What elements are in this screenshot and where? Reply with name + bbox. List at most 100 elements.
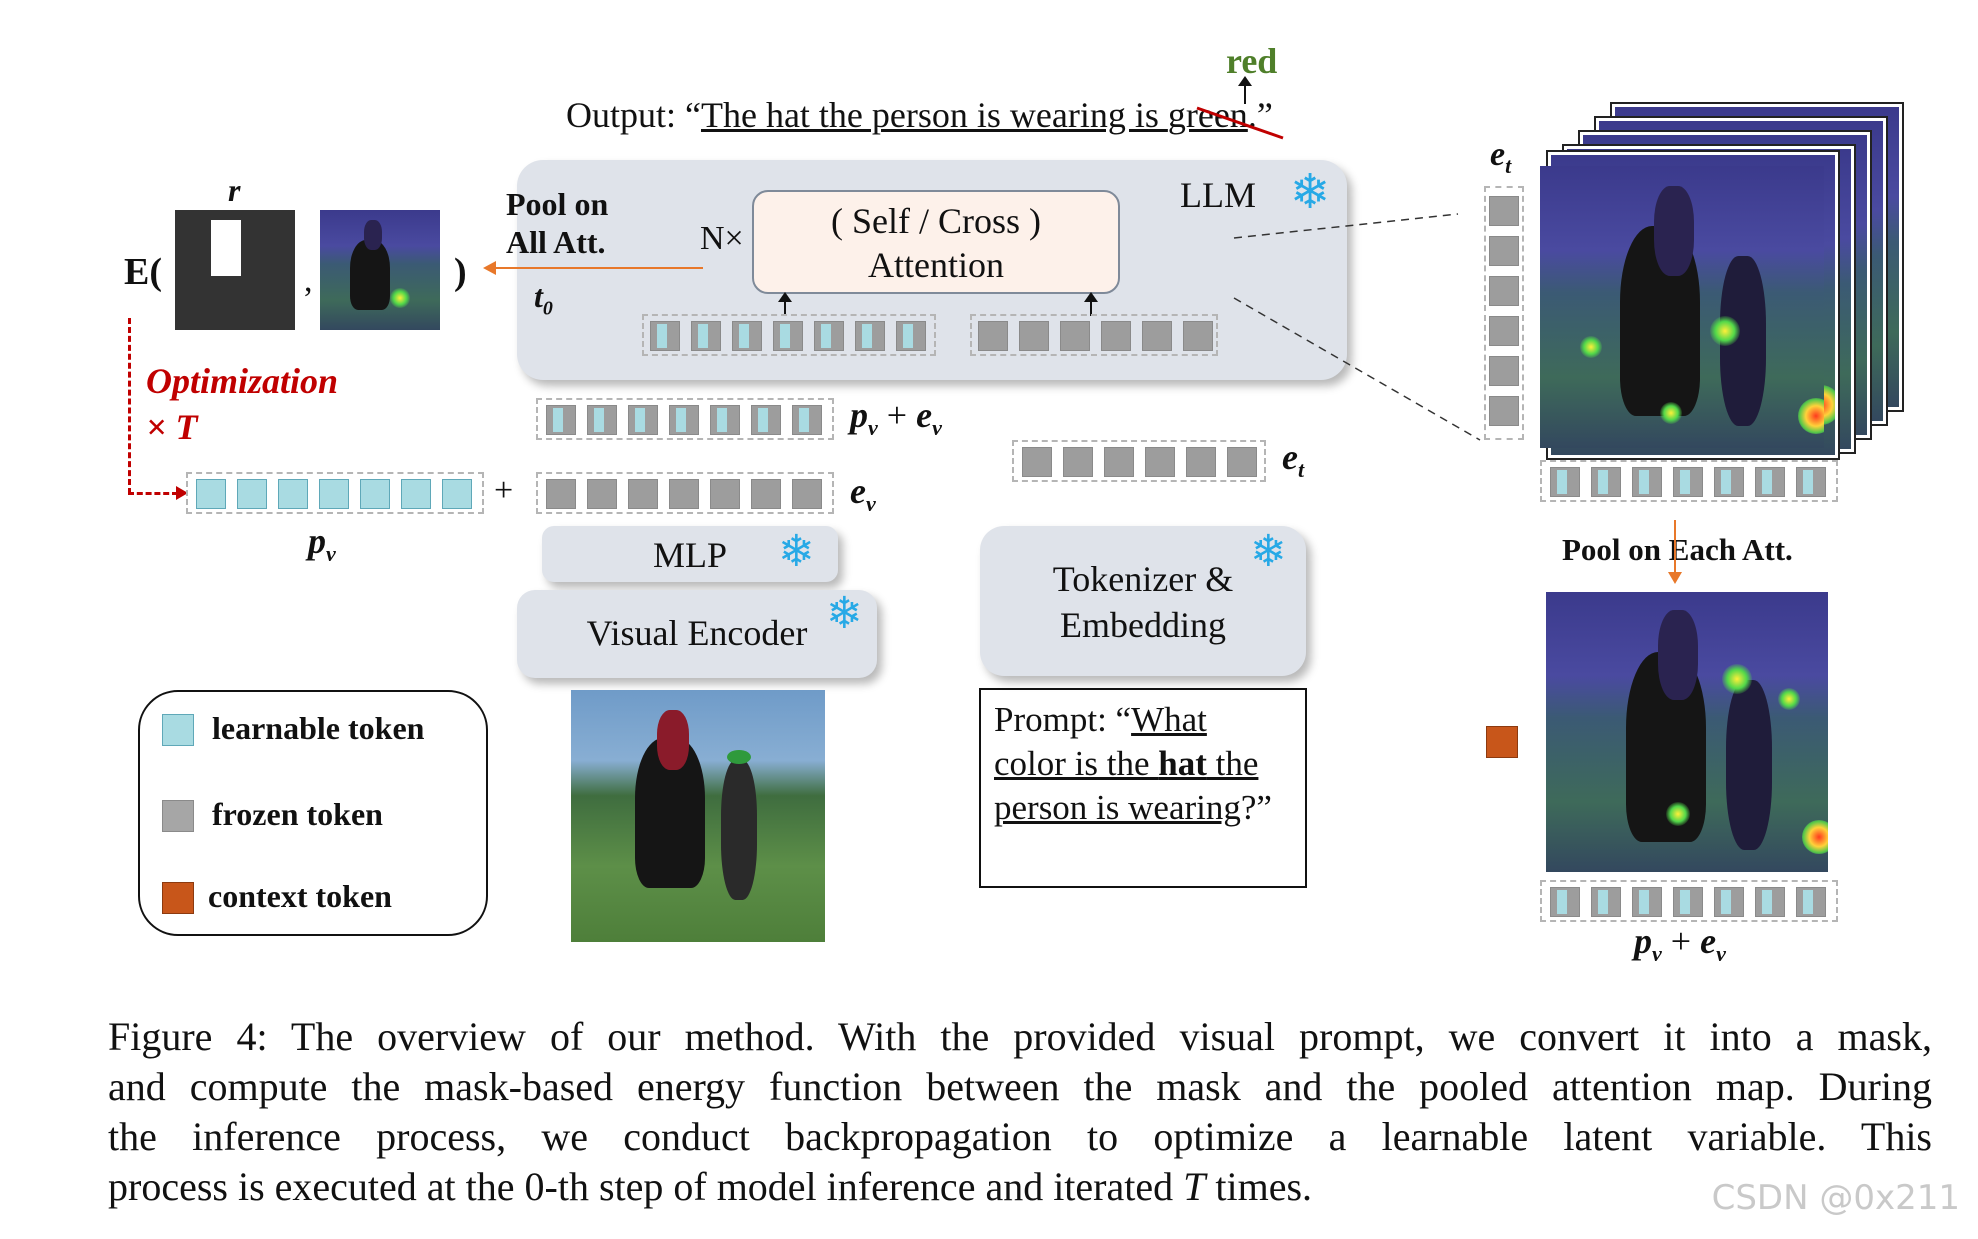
legend-label-context: context token — [208, 878, 392, 914]
energy-prefix: E( — [124, 251, 162, 293]
pool-each-arrow-line — [1674, 520, 1676, 574]
frozen-token — [1489, 276, 1519, 306]
context-token — [1486, 726, 1518, 758]
mixed-token — [1591, 467, 1621, 497]
frozen-token — [710, 479, 740, 509]
mask-image — [175, 210, 295, 330]
mixed-token — [1755, 887, 1785, 917]
mixed-token — [814, 321, 844, 351]
frozen-token — [1145, 447, 1175, 477]
attention-map-front — [1540, 166, 1824, 448]
pool-arrow-head — [483, 261, 496, 275]
et-label: et — [1282, 437, 1305, 483]
mixed-token — [691, 321, 721, 351]
pv-label: pv — [308, 521, 336, 567]
mixed-token — [855, 321, 885, 351]
mlp-label: MLP — [652, 535, 728, 575]
frozen-token — [1186, 447, 1216, 477]
pooled-token-row — [1540, 880, 1838, 922]
tokenizer-label-line2: Embedding — [1060, 605, 1226, 645]
ev-label: ev — [850, 471, 876, 517]
frozen-token — [1489, 236, 1519, 266]
learnable-token — [442, 479, 472, 509]
mixed-token — [1755, 467, 1785, 497]
frozen-token — [1019, 321, 1049, 351]
strike-line — [1196, 106, 1284, 140]
output-text: The hat the person is wearing is — [700, 95, 1168, 135]
pool-each-arrow-head — [1668, 572, 1682, 584]
legend-label-frozen: frozen token — [212, 796, 383, 832]
snowflake-icon: ❄ — [826, 588, 863, 639]
frozen-token — [1183, 321, 1213, 351]
energy-suffix: ) — [454, 251, 467, 293]
frozen-token — [1227, 447, 1257, 477]
mixed-token — [773, 321, 803, 351]
mixed-token — [732, 321, 762, 351]
rider-shape — [657, 710, 689, 770]
mixed-token — [1796, 467, 1826, 497]
frozen-token — [1022, 447, 1052, 477]
attention-box — [752, 190, 1120, 294]
pool-each-label: Pool on Each Att. — [1562, 532, 1793, 567]
mixed-token — [1796, 887, 1826, 917]
prompt-line2: color is the hat the — [994, 744, 1259, 783]
repeat-label: N× — [700, 220, 744, 257]
frozen-token — [1101, 321, 1131, 351]
tokenizer-module — [980, 526, 1306, 676]
output-sentence: Output: “The hat the person is wearing i… — [566, 94, 1273, 136]
pv-plus-ev-label: pv + ev — [850, 395, 942, 441]
tokenizer-label-line1: Tokenizer & — [1052, 559, 1234, 599]
arrow-up-right-head — [1084, 292, 1098, 302]
input-image — [571, 690, 825, 942]
learnable-token — [319, 479, 349, 509]
optimization-times: × T — [146, 407, 198, 447]
mixed-token — [1714, 887, 1744, 917]
frozen-token — [587, 479, 617, 509]
struck-word: green — [1167, 95, 1248, 135]
correction-arrowhead — [1238, 76, 1252, 86]
mixed-token — [628, 405, 658, 435]
mixed-token — [1632, 887, 1662, 917]
correction-arrow — [1244, 82, 1246, 104]
frozen-token — [1142, 321, 1172, 351]
heat-spot — [1778, 688, 1800, 710]
mixed-token — [1550, 887, 1580, 917]
mask-label: r — [228, 172, 241, 208]
frozen-token — [1104, 447, 1134, 477]
legend-box — [138, 690, 488, 936]
heat-spot — [1660, 402, 1682, 424]
watermark: CSDN @0x211 — [1711, 1178, 1960, 1218]
mixed-token — [650, 321, 680, 351]
llm-visual-token-row — [642, 314, 936, 356]
mixed-token — [546, 405, 576, 435]
rider-shape — [1654, 186, 1694, 276]
pooled-attention-map — [1546, 592, 1828, 872]
visual-encoder-module — [517, 590, 877, 678]
frozen-token — [751, 479, 781, 509]
frozen-token — [669, 479, 699, 509]
stack-token-row — [1540, 460, 1838, 502]
mixed-token — [669, 405, 699, 435]
mixed-token — [896, 321, 926, 351]
optimization-line-horizontal — [128, 492, 178, 495]
caption-line: the inference process, we conduct backpr… — [108, 1114, 1932, 1159]
rider-shape — [1658, 610, 1698, 700]
mixed-token — [1673, 467, 1703, 497]
optimization-label: Optimization — [146, 361, 339, 401]
pool-arrow-line — [495, 267, 703, 269]
prompt-box — [979, 688, 1307, 888]
mixed-token — [792, 405, 822, 435]
frozen-token — [1060, 321, 1090, 351]
mixed-token — [751, 405, 781, 435]
prompt-line1: Prompt: “What — [994, 700, 1207, 739]
figure-caption: Figure 4: The overview of our method. Wi… — [108, 1012, 1932, 1212]
mixed-token — [1714, 467, 1744, 497]
arrow-up-left-head — [778, 292, 792, 302]
et-vertical-token-column — [1484, 186, 1524, 440]
llm-label: LLM — [1180, 175, 1256, 215]
heat-spot — [1666, 802, 1690, 826]
caption-line: Figure 4: The overview of our method. Wi… — [108, 1014, 1932, 1059]
et-token-row — [1012, 440, 1266, 482]
t0-label: t0 — [534, 278, 553, 320]
pooled-attention-thumbnail — [320, 210, 440, 330]
